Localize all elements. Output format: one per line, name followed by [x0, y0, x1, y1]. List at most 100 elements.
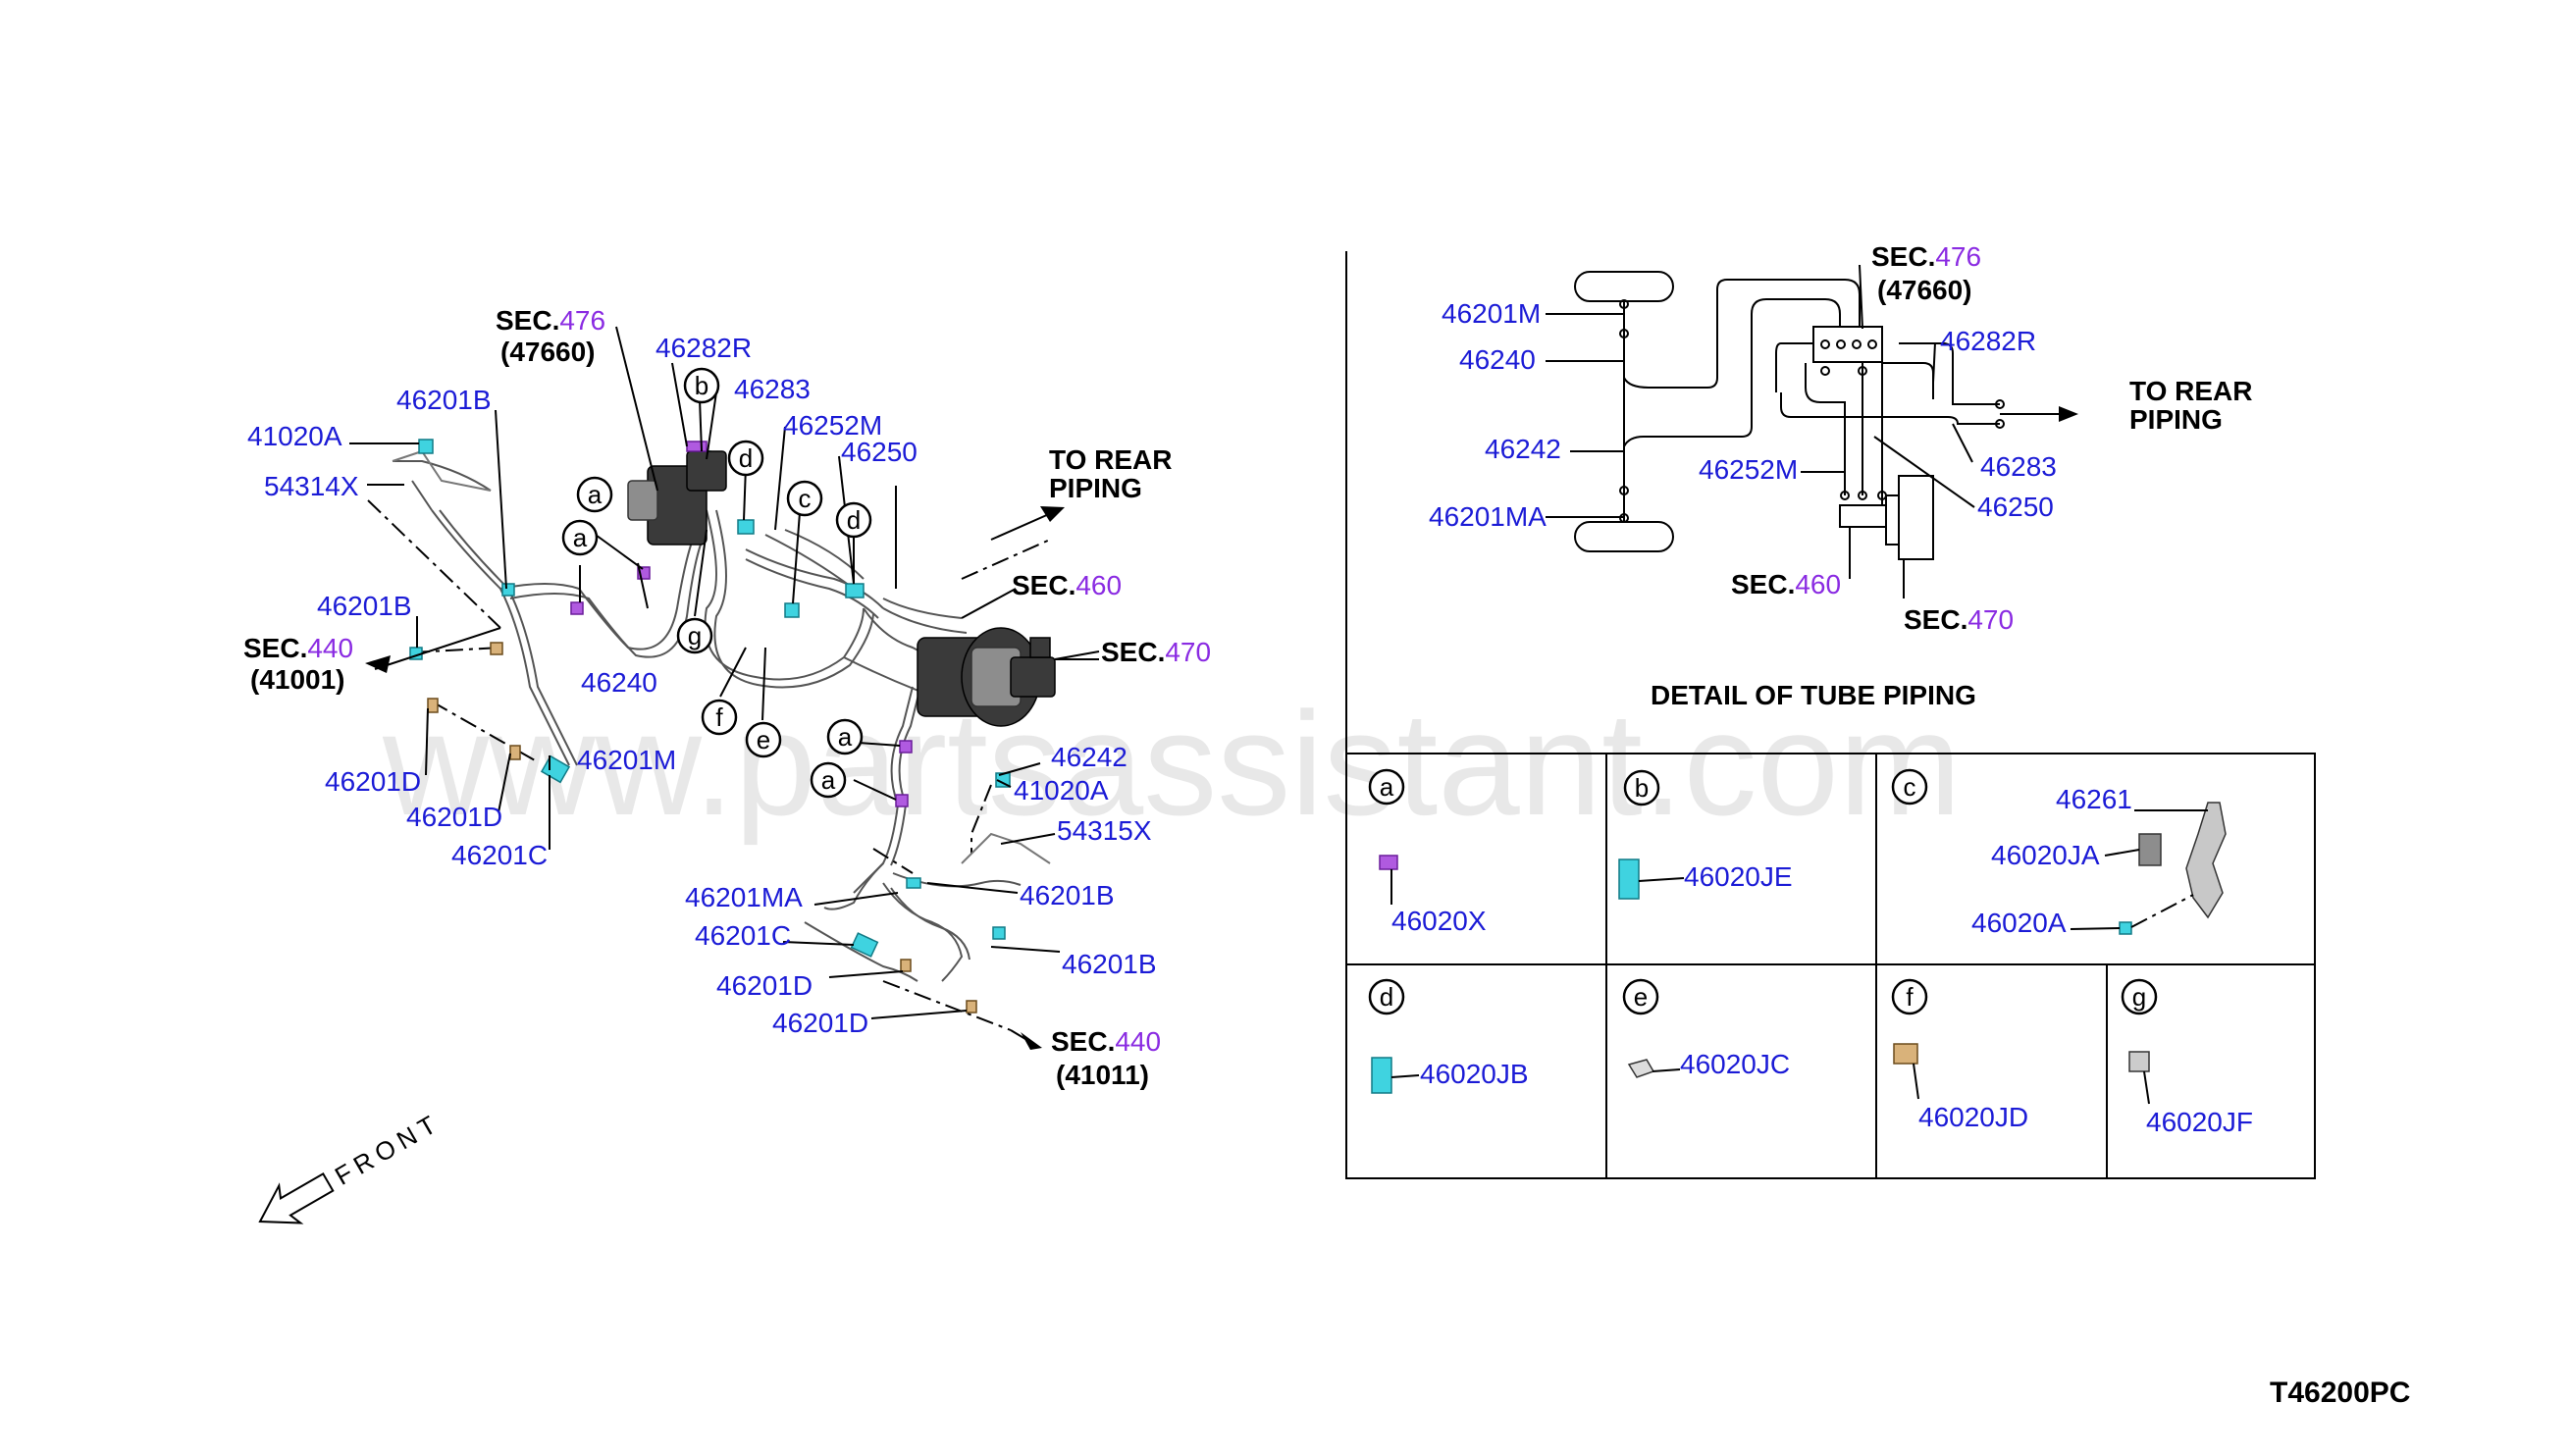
detail-cell-f: f 46020JD — [1891, 978, 2028, 1132]
part-46020JC-icon — [1627, 1059, 1655, 1078]
label-46242: 46242 — [1051, 742, 1128, 772]
detail-title: DETAIL OF TUBE PIPING — [1651, 680, 1976, 710]
part-46020JE-icon — [1618, 858, 1640, 900]
label-41020A: 41020A — [247, 421, 342, 451]
callout-e: e — [745, 721, 782, 758]
tube-schematic: SEC.476 (47660) SEC.460 SEC.470 TO REAR … — [1429, 241, 2253, 635]
detail-cell-b: b 46020JE — [1618, 769, 1793, 900]
schem-sec-470-label: SEC.470 — [1904, 604, 2014, 635]
svg-text:a: a — [588, 480, 603, 509]
detail-label-46261: 46261 — [2056, 784, 2132, 814]
part-46261-icon — [2185, 802, 2227, 919]
label-46240: 46240 — [581, 667, 657, 698]
detail-label-46020X: 46020X — [1391, 906, 1487, 936]
schem-label-46282R: 46282R — [1940, 326, 2036, 356]
label-46201M: 46201M — [577, 745, 676, 775]
svg-text:g: g — [2132, 982, 2146, 1012]
schem-sec-476-label: SEC.476 — [1871, 241, 1981, 272]
schem-label-46242: 46242 — [1485, 434, 1561, 464]
diagram-code: T46200PC — [2270, 1377, 2410, 1409]
label-46201D: 46201D — [406, 802, 502, 832]
label-46201B: 46201B — [396, 385, 492, 415]
schem-label-46283: 46283 — [1980, 451, 2057, 482]
svg-text:b: b — [1635, 773, 1649, 803]
callout-b: b — [683, 367, 720, 404]
part-46020A-icon — [2119, 921, 2132, 935]
sec-476-sub: (47660) — [500, 337, 596, 367]
to-rear-piping-line1: TO REAR — [1049, 444, 1173, 475]
detail-cell-g: g 46020JF — [2121, 978, 2253, 1137]
detail-cell-d: d 46020JB — [1368, 978, 1529, 1094]
callout-g: g — [676, 617, 713, 654]
label-41020A: 41020A — [1014, 775, 1109, 806]
label-46250: 46250 — [841, 437, 918, 467]
part-46020JA-icon — [2138, 833, 2162, 866]
part-46020JB-icon — [1371, 1057, 1392, 1094]
front-direction-arrow: FRONT — [258, 1107, 446, 1224]
schem-label-46201MA: 46201MA — [1429, 501, 1547, 532]
label-46201B: 46201B — [1062, 949, 1157, 979]
label-46252M: 46252M — [783, 410, 882, 441]
callout-f: f — [701, 699, 738, 736]
callout-c: c — [786, 480, 823, 517]
brake-booster — [917, 627, 1099, 727]
sec-470-label: SEC.470 — [1101, 637, 1211, 667]
part-46020JD-icon — [1893, 1043, 1918, 1065]
sec-476-label: SEC.476 — [496, 305, 605, 336]
schem-to-rear-line1: TO REAR — [2129, 376, 2253, 406]
front-label: FRONT — [330, 1107, 446, 1191]
svg-text:b: b — [695, 371, 708, 400]
schem-label-46201M: 46201M — [1442, 298, 1541, 329]
detail-label-46020JC: 46020JC — [1680, 1049, 1790, 1079]
label-46201C: 46201C — [695, 920, 791, 951]
schem-to-rear-line2: PIPING — [2129, 404, 2223, 435]
svg-text:d: d — [1380, 982, 1393, 1012]
callout-d-1: d — [727, 440, 764, 477]
callout-a-1: a — [576, 476, 613, 513]
label-54314X: 54314X — [264, 471, 359, 501]
sec-460-label: SEC.460 — [1012, 570, 1122, 600]
sec-440-bottom-sub: (41011) — [1056, 1060, 1149, 1090]
label-46201C: 46201C — [451, 840, 548, 870]
schem-label-46252M: 46252M — [1699, 454, 1798, 485]
label-46201D: 46201D — [716, 970, 813, 1001]
label-46283: 46283 — [734, 374, 811, 404]
part-46020X-icon — [1379, 855, 1398, 870]
svg-text:c: c — [1904, 772, 1916, 802]
part-46020JF-icon — [2128, 1051, 2150, 1072]
detail-label-46020JD: 46020JD — [1918, 1102, 2028, 1132]
label-46201D: 46201D — [772, 1008, 868, 1038]
svg-text:d: d — [847, 505, 861, 535]
callout-a-3: a — [826, 718, 864, 755]
schem-label-46250: 46250 — [1977, 492, 2054, 522]
callout-a-2: a — [561, 519, 599, 556]
svg-text:d: d — [739, 443, 753, 473]
to-rear-piping-line2: PIPING — [1049, 473, 1142, 503]
label-46201B: 46201B — [1020, 880, 1115, 910]
svg-text:a: a — [573, 523, 588, 552]
assembly-view: a a b d c d g f — [243, 305, 1211, 1224]
callout-d-2: d — [835, 501, 872, 539]
detail-label-46020JA: 46020JA — [1991, 840, 2100, 870]
label-46201D: 46201D — [325, 766, 421, 797]
sec-440-left-label: SEC.440 — [243, 633, 353, 663]
detail-cell-e: e 46020JC — [1622, 978, 1790, 1079]
detail-cell-c: c 46261 46020JA 46020A — [1891, 768, 2227, 938]
label-54315X: 54315X — [1057, 815, 1152, 846]
callout-a-4: a — [810, 761, 847, 799]
svg-text:c: c — [799, 484, 812, 513]
watermark: www.partsassistant.com — [382, 681, 1962, 846]
sec-440-bottom-label: SEC.440 — [1051, 1026, 1161, 1057]
svg-text:f: f — [715, 702, 723, 732]
svg-text:a: a — [1380, 772, 1394, 802]
sec-440-left-sub: (41001) — [250, 664, 345, 695]
label-46201B: 46201B — [317, 591, 412, 621]
svg-text:e: e — [757, 725, 770, 754]
label-46201MA: 46201MA — [685, 882, 803, 912]
svg-text:g: g — [688, 621, 702, 650]
detail-table: a 46020X b 46020JE c 46261 46020JA 46 — [1345, 753, 2316, 1179]
detail-label-46020JF: 46020JF — [2146, 1107, 2253, 1137]
detail-label-46020JB: 46020JB — [1420, 1059, 1529, 1089]
label-46282R: 46282R — [656, 333, 752, 363]
